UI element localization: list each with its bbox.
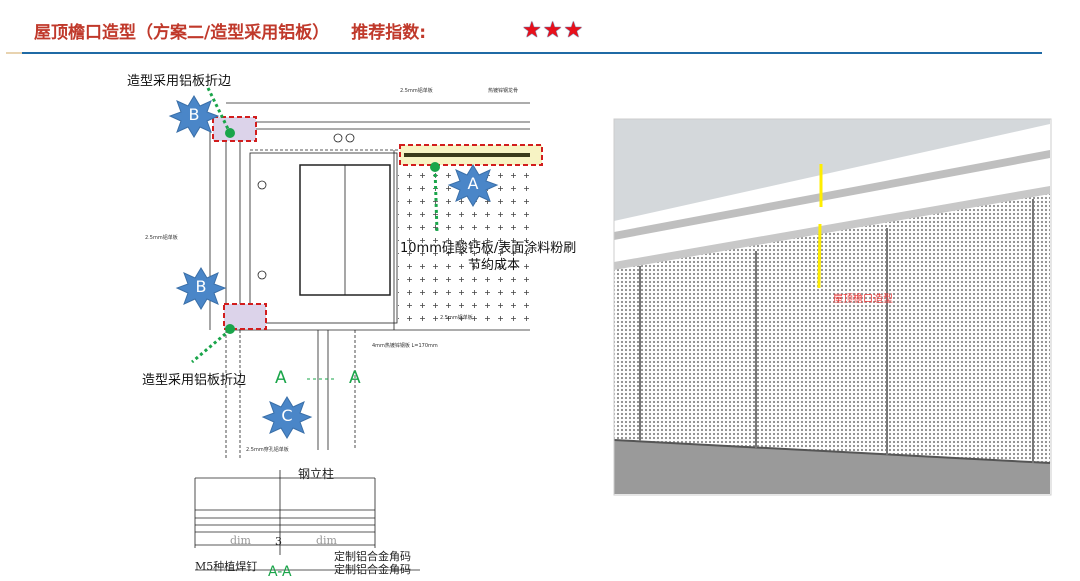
highlight-b-top [212, 116, 257, 142]
cad-label: 2.5mm铝单板 [440, 315, 473, 321]
dim-right: dim [316, 534, 337, 547]
header-rule-accent [6, 52, 22, 54]
dim-center: 3 [275, 535, 282, 548]
leader-lines [191, 87, 439, 380]
cad-label: 热镀锌钢龙骨 [488, 88, 519, 94]
badge-b-bottom: B [195, 277, 207, 296]
recommend-label: 推荐指数: [351, 23, 427, 43]
stud-label: M5种植焊钉 [195, 560, 258, 573]
label-fold-bottom: 造型采用铝板折边 [142, 373, 247, 388]
cad-label: 2.5mm铝单板 [400, 88, 433, 94]
note-a-line1: 10mm硅酸钙板/表面涂料粉刷 [400, 241, 577, 256]
page-title: 屋顶檐口造型（方案二/造型采用铝板） 推荐指数: [34, 18, 426, 43]
column-label: 钢立柱 [298, 467, 335, 481]
title-text: 屋顶檐口造型（方案二/造型采用铝板） [34, 23, 330, 43]
badge-b-top: B [188, 105, 200, 124]
badge-c: C [281, 406, 293, 425]
cad-label: 2.5mm铝单板 [145, 235, 178, 241]
bracket-label-2: 定制铝合金角码 [334, 563, 411, 576]
badges [168, 95, 499, 439]
render-photo [613, 118, 1052, 496]
render-annotation: 屋顶檐口造型 [833, 294, 893, 305]
dim-left: dim [230, 534, 251, 547]
cad-label: 2.5mm穿孔铝单板 [246, 447, 289, 453]
section-title: A-A [268, 564, 292, 580]
bracket-label-1: 定制铝合金角码 [334, 550, 411, 563]
highlight-b-bottom [223, 303, 267, 330]
header-rule [22, 52, 1042, 54]
rating-stars: ★★★ [522, 18, 585, 43]
section-mark-left: A [275, 368, 287, 388]
note-a-line2: 节约成本 [468, 258, 521, 273]
section-mark-right: A [349, 368, 361, 388]
badge-a: A [467, 174, 479, 193]
cad-detail [194, 102, 530, 571]
label-fold-top: 造型采用铝板折边 [127, 74, 232, 89]
cad-label: 4mm热镀锌钢板 L=170mm [372, 343, 438, 349]
